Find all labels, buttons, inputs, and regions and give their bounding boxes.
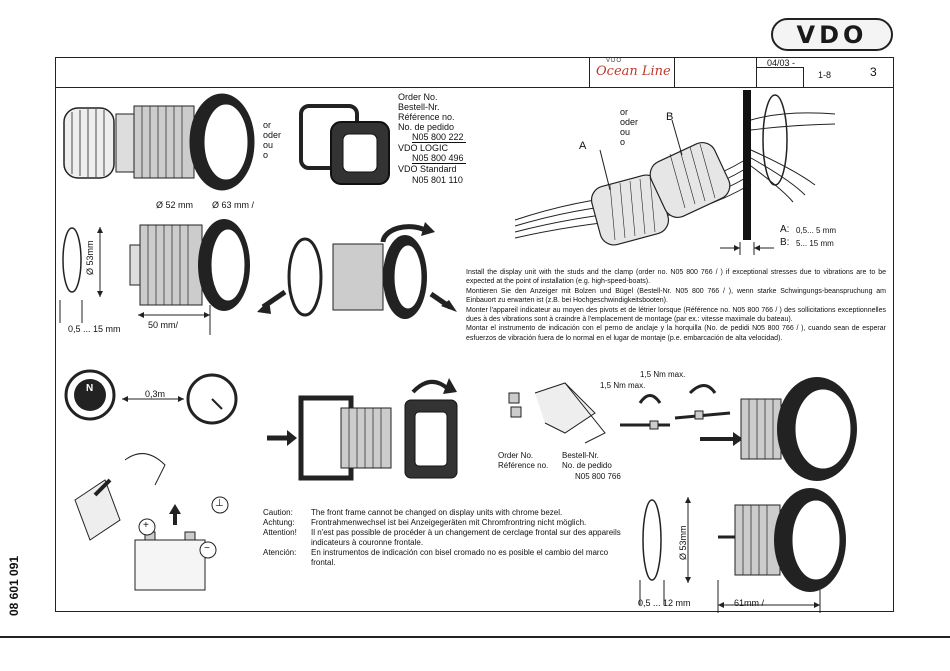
dim-diameter-53-1: Ø 53mm <box>85 240 95 275</box>
caution-text-fr: Il n'est pas possible de procéder à un c… <box>311 528 621 547</box>
order-line-1: Order No. <box>398 92 438 102</box>
install-text-de: Montieren Sie den Anzeiger mit Bolzen un… <box>466 287 886 305</box>
caution-text-es: En instrumentos de indicación con bisel … <box>311 548 609 567</box>
header-page-number: 3 <box>870 65 877 79</box>
dim-thickness-2: 0,5 ... 12 mm <box>638 598 691 608</box>
clamp-bestell-line-2: No. de pedido <box>562 461 612 470</box>
cable-sleeve-figure <box>514 90 836 255</box>
caution-block: Caution: The front frame cannot be change… <box>263 508 623 568</box>
caution-text-en: The front frame cannot be changed on dis… <box>311 508 563 517</box>
vdo-logo: VDO <box>771 18 893 51</box>
vdo-logic-label: VDO LOGIC <box>398 143 449 153</box>
vdo-standard-label: VDO Standard <box>398 164 457 174</box>
dim-a-key: A: <box>780 224 790 235</box>
alt-oder-2: oder <box>620 117 639 127</box>
dim-b-key: B: <box>780 237 790 248</box>
order-number-2: N05 800 496 <box>412 153 466 165</box>
order-number-3: N05 801 110 <box>412 175 463 185</box>
torque-label-2: 1,5 Nm max. <box>640 370 686 379</box>
doc-code: 08 601 091 <box>7 555 21 616</box>
oceanline-logo: Ocean Line <box>596 64 671 79</box>
bezel-frames-figure <box>299 104 390 185</box>
clamp-order-line-2: Référence no. <box>498 461 549 470</box>
clamp-order-number: N05 800 766 <box>575 472 621 481</box>
header-page-ref: 1-8 <box>818 70 832 80</box>
clamp-bestell-line-1: Bestell-Nr. <box>562 451 599 460</box>
clamp-order-line-1: Order No. <box>498 451 534 460</box>
caution-text-de: Frontrahmenwechsel ist bei Anzeigegeräte… <box>311 518 587 527</box>
label-a: A <box>579 140 587 152</box>
alt-oder-1: oder <box>263 130 282 140</box>
oceanline-vdo: VDO <box>606 58 623 64</box>
gauge-dimensions-figure-1 <box>59 219 250 335</box>
order-line-2: Bestell-Nr. <box>398 102 440 112</box>
caution-row-en: Caution: The front frame cannot be change… <box>263 508 623 518</box>
label-b: B <box>666 111 674 123</box>
caution-label-de: Achtung: <box>263 518 295 527</box>
header-sep-5 <box>803 67 804 87</box>
alt-ou-2: ou <box>620 127 631 137</box>
alt-or-2: or <box>620 107 629 117</box>
clamp-mount-figure <box>508 377 857 481</box>
compass-distance: 0,3m <box>145 389 166 399</box>
caution-row-es: Atención: En instrumentos de indicación c… <box>263 548 623 568</box>
header-divider <box>55 87 894 88</box>
dim-depth-2: 61mm / <box>734 598 765 608</box>
install-text-fr: Monter l'appareil indicateur au moyen de… <box>466 306 886 324</box>
battery-ground: ⊥ <box>215 498 224 509</box>
battery-wiring-figure <box>74 453 229 591</box>
caution-row-de: Achtung: Frontrahmenwechsel ist bei Anzei… <box>263 518 623 528</box>
dim-thickness-1: 0,5 ... 15 mm <box>68 324 121 334</box>
alt-o-1: o <box>263 150 269 160</box>
bottom-rule <box>0 636 950 638</box>
gauge-side-view-figure <box>63 93 255 191</box>
alt-or-1: or <box>263 120 272 130</box>
gauge-dimensions-figure-2 <box>639 488 846 613</box>
header-sep-1 <box>589 57 590 87</box>
order-number-1: N05 800 222 <box>412 132 466 144</box>
dim-b-value: 5... 15 mm <box>796 239 834 248</box>
header-sep-3 <box>756 57 757 87</box>
alt-o-2: o <box>620 137 626 147</box>
logo-text: VDO <box>796 20 868 49</box>
install-instructions: Install the display unit with the studs … <box>466 268 886 343</box>
header-date: 04/03 - <box>767 58 796 68</box>
dim-diameter-53-2: Ø 53mm <box>678 525 688 560</box>
frame-mount-figure <box>267 378 458 481</box>
header-sep-4 <box>756 67 804 68</box>
dim-diameter-63: Ø 63 mm / <box>212 200 255 210</box>
battery-minus: − <box>204 543 210 554</box>
caution-row-fr: Attention! Il n'est pas possible de procé… <box>263 528 623 548</box>
dim-depth-1: 50 mm/ <box>148 320 179 330</box>
alt-ou-1: ou <box>263 140 274 150</box>
torque-label-1: 1,5 Nm max. <box>600 381 646 390</box>
order-line-4: No. de pedido <box>398 122 455 132</box>
caution-label-es: Atención: <box>263 548 297 557</box>
page-frame <box>55 57 894 612</box>
caution-label-en: Caution: <box>263 508 293 517</box>
caution-label-fr: Attention! <box>263 528 297 537</box>
install-text-en: Install the display unit with the studs … <box>466 269 886 286</box>
compass-distance-figure <box>64 369 238 425</box>
ring-swap-figure <box>257 222 457 319</box>
header-sep-2 <box>674 57 675 87</box>
compass-north: N <box>86 383 94 394</box>
battery-plus: + <box>143 520 149 531</box>
dim-diameter-52: Ø 52 mm <box>156 200 194 210</box>
install-text-es: Montar el instrumento de indicación con … <box>466 325 886 342</box>
order-line-3: Référence no. <box>398 112 455 122</box>
dim-a-value: 0,5... 5 mm <box>796 226 837 235</box>
